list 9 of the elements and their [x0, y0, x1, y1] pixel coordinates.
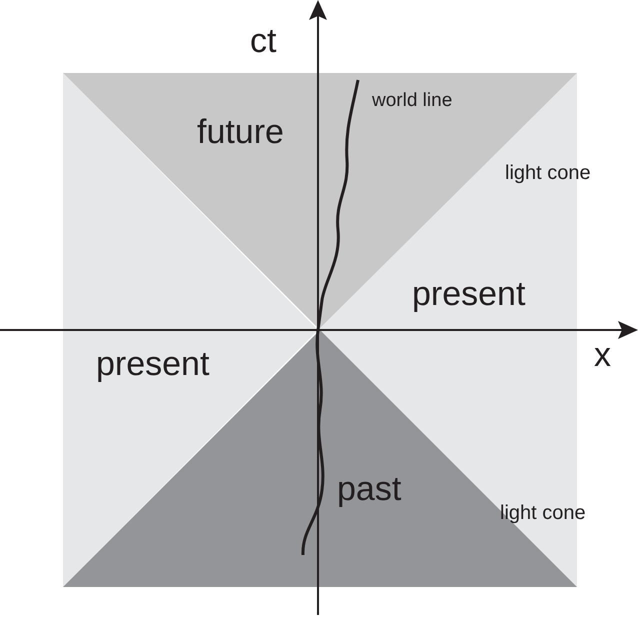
cone-label: light cone [505, 163, 591, 183]
cone-label: light cone [500, 503, 586, 523]
axis-label: x [594, 338, 611, 372]
curve-label: world line [372, 91, 452, 110]
region-label: present [412, 277, 526, 311]
region-label: past [337, 472, 402, 506]
axis-label: ct [250, 24, 276, 58]
region-label: present [96, 347, 210, 381]
region-label: future [197, 115, 284, 149]
